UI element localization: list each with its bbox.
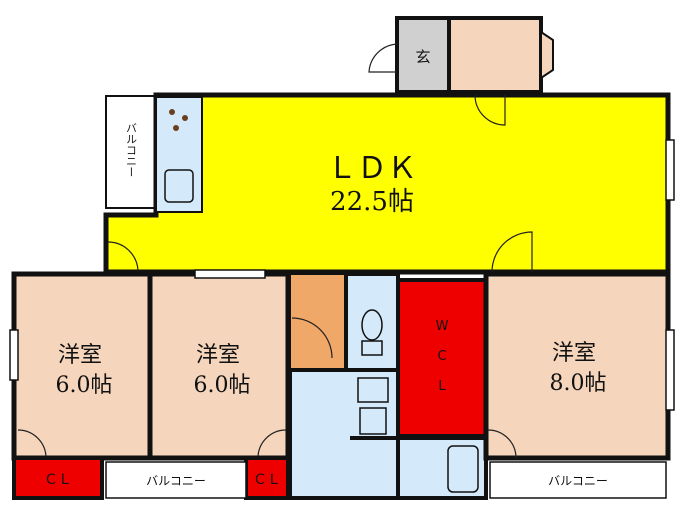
genkan-floor xyxy=(395,16,451,94)
ldk-label: ＬＤＫ xyxy=(327,151,417,186)
entrance-label: 玄 xyxy=(415,48,430,66)
closet-middle-label: ＣＬ xyxy=(253,472,281,488)
ldk-door-swing xyxy=(491,231,533,273)
stove-burner-icon xyxy=(173,125,179,131)
ldk-window xyxy=(665,139,675,201)
balcony-middle xyxy=(105,461,247,499)
front-door-swing xyxy=(368,43,398,73)
ldk-door-swing xyxy=(474,94,506,126)
toilet-icon xyxy=(361,309,383,341)
bedroom-middle-window xyxy=(194,269,266,279)
entrance-hall xyxy=(447,16,543,94)
walk-in-closet xyxy=(396,278,488,438)
closet-left xyxy=(12,456,104,500)
balcony-right xyxy=(489,461,667,499)
stove-burner-icon xyxy=(169,109,175,115)
ldk-area: 22.5帖 xyxy=(330,187,414,217)
closet-left-label: ＣＬ xyxy=(44,472,72,488)
toilet-tank-icon xyxy=(361,340,383,356)
bedroom-middle-area: 6.0帖 xyxy=(194,373,251,398)
ldk-door-swing xyxy=(107,241,139,273)
balcony-right-label: バルコニー xyxy=(548,474,608,488)
bedroom-left-window xyxy=(9,329,19,381)
entrance-bay-window xyxy=(540,30,554,80)
stove-burner-icon xyxy=(182,115,188,121)
balcony-left-kitchen xyxy=(105,95,157,209)
bedroom-middle-label: 洋室 xyxy=(196,343,240,368)
hallway-door-swing xyxy=(291,317,333,359)
bedroom-right-window xyxy=(665,329,675,411)
hallway xyxy=(289,273,347,371)
bedroom-right xyxy=(483,271,671,461)
wic-label-w: W xyxy=(436,319,449,334)
wic-label-l: L xyxy=(438,379,446,394)
bedroom-left-label: 洋室 xyxy=(58,343,102,368)
bedroom-left-door-swing xyxy=(17,429,47,459)
bedroom-right-label: 洋室 xyxy=(552,341,596,366)
bedroom-left-area: 6.0帖 xyxy=(56,373,113,398)
bedroom-middle-door-swing xyxy=(257,429,287,459)
bedroom-right-area: 8.0帖 xyxy=(550,371,607,396)
bedroom-right-door-swing xyxy=(487,429,517,459)
wic-label-c: C xyxy=(437,349,446,364)
bedroom-middle xyxy=(147,271,291,461)
balcony-left-label: バルコニー xyxy=(125,123,138,178)
kitchen-sink-icon xyxy=(164,169,194,203)
bathtub-icon xyxy=(447,445,479,493)
balcony-middle-label: バルコニー xyxy=(146,474,206,488)
washing-machine-icon xyxy=(359,407,387,435)
washbasin-icon xyxy=(357,377,389,403)
